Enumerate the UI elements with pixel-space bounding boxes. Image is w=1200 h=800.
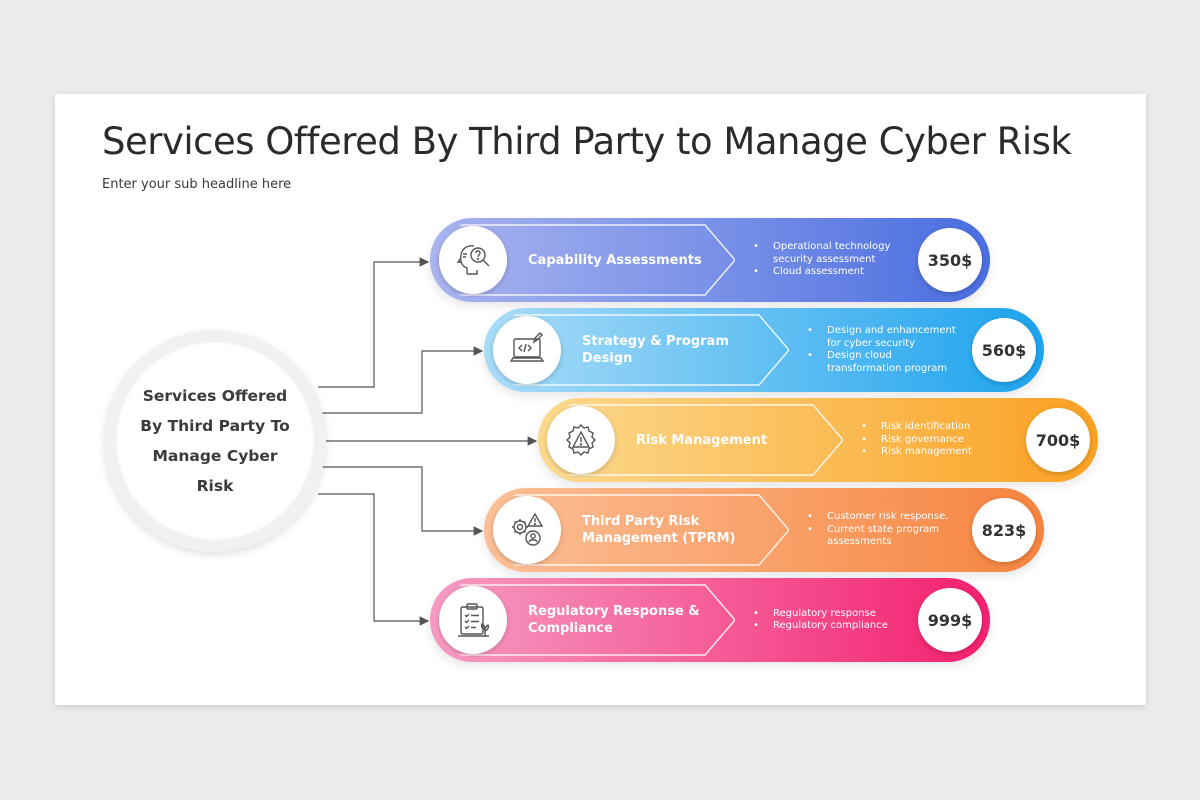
service-title: Regulatory Response & Compliance	[528, 604, 700, 636]
chevron-shape	[489, 494, 789, 566]
pill-body: Regulatory Response & Compliance Regulat…	[435, 583, 985, 657]
gear-warning-icon	[547, 406, 615, 474]
bullet-item: Risk governance	[861, 434, 1011, 447]
price-badge: 823$	[972, 498, 1036, 562]
pill-body: Third Party Risk Management (TPRM) Custo…	[489, 493, 1039, 567]
bullet-item: Design cloud transformation program	[807, 350, 957, 375]
service-capability-assessments: Capability Assessments Operational techn…	[430, 218, 990, 302]
bullet-item: Regulatory compliance	[753, 620, 903, 633]
gears-warning-user-icon	[493, 496, 561, 564]
service-risk-management: Risk Management Risk identification Risk…	[538, 398, 1098, 482]
price-badge: 700$	[1026, 408, 1090, 472]
bullet-item: Design and enhancement for cyber securit…	[807, 325, 957, 350]
bullet-item: Risk identification	[861, 421, 1011, 434]
price-badge: 350$	[918, 228, 982, 292]
service-title: Strategy & Program Design	[582, 334, 729, 366]
slide-subtitle: Enter your sub headline here	[102, 177, 292, 192]
chevron-shape	[435, 224, 735, 296]
hub-circle: Services Offered By Third Party To Manag…	[116, 342, 314, 540]
bullet-item: Current state program assessments	[807, 524, 957, 549]
service-title: Third Party Risk Management (TPRM)	[582, 514, 736, 546]
chevron-shape	[489, 314, 789, 386]
service-third-party-risk-management: Third Party Risk Management (TPRM) Custo…	[484, 488, 1044, 572]
service-bullets: Regulatory response Regulatory complianc…	[753, 583, 903, 657]
slide-title: Services Offered By Third Party to Manag…	[102, 120, 1072, 163]
laptop-code-icon	[493, 316, 561, 384]
service-bullets: Risk identification Risk governance Risk…	[861, 403, 1011, 477]
bullet-item: Risk management	[861, 446, 1011, 459]
service-bullets: Design and enhancement for cyber securit…	[807, 313, 957, 387]
service-title: Capability Assessments	[528, 252, 702, 268]
clipboard-checklist-icon	[439, 586, 507, 654]
bullet-item: Cloud assessment	[753, 266, 903, 279]
bullet-item: Regulatory response	[753, 608, 903, 621]
head-magnifier-question-icon	[439, 226, 507, 294]
price-badge: 560$	[972, 318, 1036, 382]
bullet-item: Customer risk response.	[807, 511, 957, 524]
service-bullets: Customer risk response. Current state pr…	[807, 493, 957, 567]
service-bullets: Operational technology security assessme…	[753, 223, 903, 297]
service-title: Risk Management	[636, 432, 768, 448]
price-badge: 999$	[918, 588, 982, 652]
service-regulatory-response-compliance: Regulatory Response & Compliance Regulat…	[430, 578, 990, 662]
chevron-shape	[543, 404, 843, 476]
hub-label: Services Offered By Third Party To Manag…	[140, 387, 290, 495]
pill-body: Capability Assessments Operational techn…	[435, 223, 985, 297]
bullet-item: Operational technology security assessme…	[753, 241, 903, 266]
chevron-shape	[435, 584, 735, 656]
pill-body: Strategy & Program Design Design and enh…	[489, 313, 1039, 387]
pill-body: Risk Management Risk identification Risk…	[543, 403, 1093, 477]
service-strategy-program-design: Strategy & Program Design Design and enh…	[484, 308, 1044, 392]
